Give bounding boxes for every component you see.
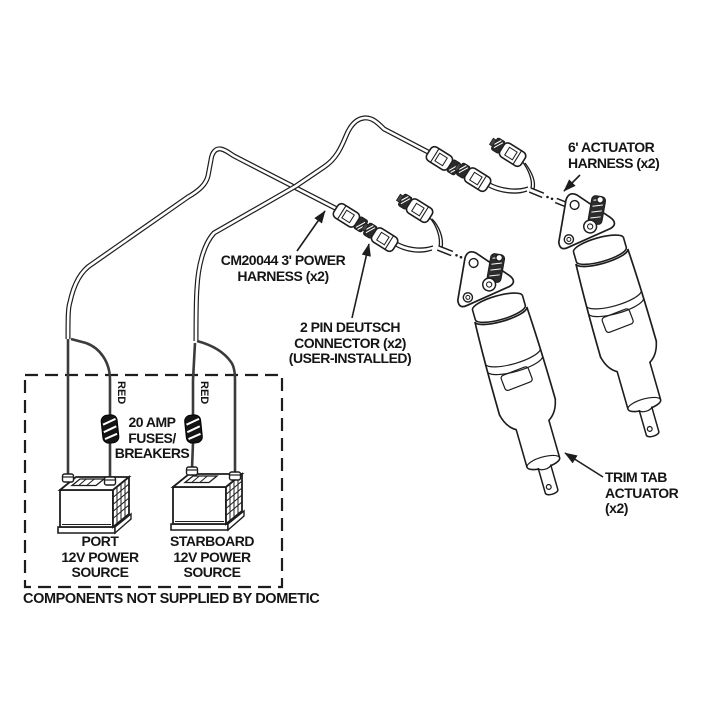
deutsch-connector-label: 2 PIN DEUTSCH CONNECTOR (x2) (USER-INSTA… [288, 319, 412, 366]
actuator-branch-connector-front [393, 189, 436, 225]
starboard-positive-clamp [185, 466, 199, 476]
red-wire-label-starboard: RED [198, 381, 210, 405]
actuator-harness-label: 6' ACTUATOR HARNESS (x2) [568, 139, 660, 171]
trim-tab-arrow [564, 452, 604, 478]
deutsch-connector-arrow [351, 243, 371, 319]
rear-actuator-harness [486, 160, 568, 208]
port-battery-drawing [57, 476, 132, 534]
front-actuator-harness [393, 216, 479, 267]
port-positive-clamp [103, 476, 117, 486]
deutsch-connector-rear [451, 158, 494, 194]
not-supplied-box [23, 373, 284, 589]
fuse-label: 20 AMP FUSES/ BREAKERS [114, 414, 190, 461]
starboard-negative-clamp [228, 471, 242, 481]
trim-tab-actuator-rear-drawing [545, 181, 683, 448]
starboard-battery-wires [190, 339, 237, 474]
port-battery-label: PORT 12V POWER SOURCE [61, 533, 139, 580]
leader-arrows [296, 174, 604, 478]
power-harness-label: CM20044 3' POWER HARNESS (x2) [220, 252, 346, 284]
starboard-power-harness [193, 115, 432, 342]
port-negative-clamp [61, 473, 75, 483]
deutsch-connector-front [358, 218, 401, 254]
starboard-battery-drawing [170, 473, 245, 531]
trim-tab-actuator-front-drawing [444, 239, 582, 506]
starboard-battery-label: STARBOARD 12V POWER SOURCE [170, 533, 254, 580]
trim-tab-actuator-label: TRIM TAB ACTUATOR (x2) [605, 469, 679, 516]
actuator-harness-arrow [563, 174, 581, 192]
footer-note: COMPONENTS NOT SUPPLIED BY DOMETIC [23, 591, 320, 607]
power-harness-arrow [296, 210, 326, 252]
port-battery-wires [66, 337, 112, 478]
actuator-branch-connector-rear [486, 133, 529, 169]
port-power-harness [65, 146, 339, 340]
red-wire-label-port: RED [115, 381, 127, 405]
